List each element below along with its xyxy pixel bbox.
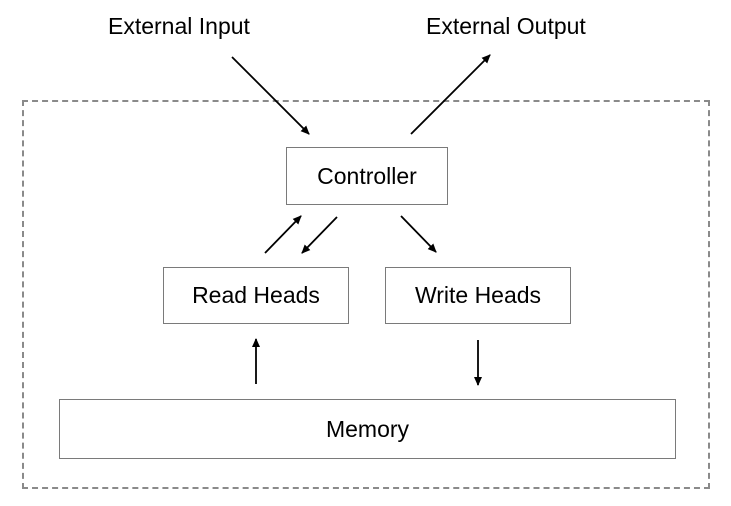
memory-label: Memory [325, 415, 410, 442]
controller-label: Controller [317, 162, 417, 189]
memory-node: Memory [59, 399, 676, 459]
read-heads-node: Read Heads [163, 267, 349, 324]
write-heads-node: Write Heads [385, 267, 571, 324]
external-output-label: External Output [426, 13, 586, 39]
system-boundary [22, 100, 710, 489]
read-heads-label: Read Heads [192, 282, 320, 308]
controller-node: Controller [286, 147, 448, 205]
external-input-label: External Input [108, 13, 250, 39]
write-heads-label: Write Heads [414, 282, 542, 308]
